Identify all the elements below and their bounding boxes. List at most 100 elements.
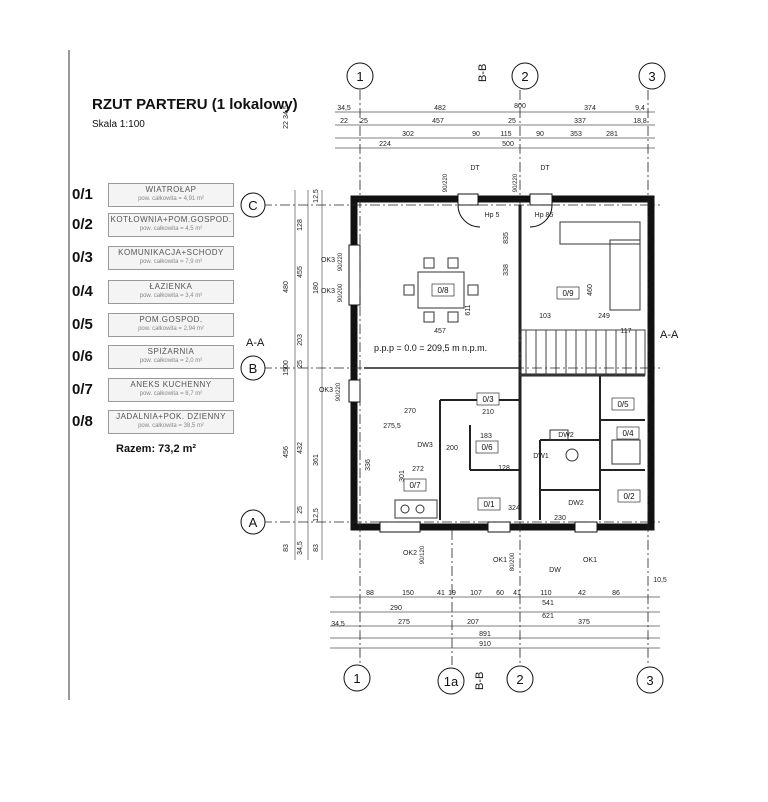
staircase	[519, 329, 646, 376]
toilet	[565, 448, 579, 462]
legend-room-box: JADALNIA+POK. DZIENNY pow. całkowita = 3…	[108, 410, 234, 434]
opening-tag: DW3	[417, 442, 433, 449]
legend-room-code: 0/7	[72, 381, 93, 398]
room-tag-0-3: 0/3	[482, 395, 494, 404]
axis-label-3-bottom: 3	[646, 673, 653, 688]
legend-room-code: 0/2	[72, 216, 93, 233]
room-tag-0-9: 0/9	[562, 289, 574, 298]
legend-room-name: POM.GOSPOD.	[139, 315, 203, 324]
dim-text-interior: 249	[598, 313, 610, 320]
dim-text-top: 22	[340, 118, 348, 125]
legend-room-area: pow. całkowita = 8,7 m²	[139, 391, 203, 397]
section-markers: B-B B-B A-A A-A	[246, 64, 679, 690]
dim-text-bottom: 88	[366, 590, 374, 597]
opening-tag: OK1	[583, 557, 597, 564]
axis-bubble-1-top	[346, 62, 374, 90]
axis-label-3-top: 3	[648, 69, 655, 84]
dim-text-top: 9,4	[635, 105, 645, 112]
legend-room-box: ANEKS KUCHENNY pow. całkowita = 8,7 m²	[108, 378, 234, 402]
dim-text-left: 83	[283, 544, 290, 552]
axis-bubble-labels: 1 2 3 1 1a 2 3 C B A	[248, 69, 655, 689]
opening-tag: OK2	[403, 550, 417, 557]
legend-room-name: ANEKS KUCHENNY	[130, 380, 212, 389]
opening-tag: DW1	[533, 453, 549, 460]
dim-text-top: 25	[360, 118, 368, 125]
opening-tag: DW2	[558, 432, 574, 439]
dim-text-interior: 336	[365, 459, 372, 471]
dim-text-interior: 103	[539, 313, 551, 320]
chair	[447, 257, 459, 269]
opening-size: 90/220	[443, 173, 449, 192]
door-swing-1	[457, 204, 481, 228]
dim-text-top: 457	[432, 118, 444, 125]
opening-tag: DT	[540, 165, 550, 172]
legend-room-name: JADALNIA+POK. DZIENNY	[116, 412, 226, 421]
dim-text-left: 203	[297, 334, 304, 346]
dim-text-bottom: 110	[540, 590, 551, 597]
dim-text-top: 302	[402, 131, 414, 138]
dim-text-left: 25	[297, 360, 304, 368]
bathroom-fixtures	[549, 429, 641, 465]
dim-text-interior: 272	[412, 466, 424, 473]
chair	[423, 257, 435, 269]
dim-text-bottom: 10,5	[653, 577, 667, 584]
axis-bubble-c	[240, 192, 266, 218]
dim-text-interior: 275,5	[383, 423, 401, 430]
dim-text-interior: 128	[498, 465, 510, 472]
dining-table-furniture	[403, 257, 479, 323]
legend-room-code: 0/3	[72, 249, 93, 266]
legend-room-box: WIATROŁAP pow. całkowita = 4,91 m²	[108, 183, 234, 207]
legend-row: 0/3 KOMUNIKACJA+SCHODY pow. całkowita = …	[72, 246, 234, 270]
opening-size: 90/120	[420, 545, 426, 564]
legend-room-area: pow. całkowita = 4,5 m²	[139, 226, 203, 232]
legend-room-name: SPIŻARNIA	[147, 347, 195, 356]
sofa	[609, 239, 641, 311]
stair-treads	[525, 330, 637, 375]
dim-text-bottom: 107	[470, 590, 482, 597]
opening-size: 90/200	[338, 283, 344, 302]
stove-burner	[400, 504, 410, 514]
axis-label-1-bottom: 1	[353, 671, 360, 686]
legend-room-name: KOMUNIKACJA+SCHODY	[118, 248, 224, 257]
axis-bubbles	[240, 62, 666, 695]
window-south-3	[574, 521, 598, 533]
dim-text-left: 25	[297, 506, 304, 514]
dim-text-left: 480	[283, 281, 290, 293]
dim-text-interior: 200	[446, 445, 458, 452]
opening-size: 90/220	[513, 173, 519, 192]
axis-label-2-bottom: 2	[516, 672, 523, 687]
dim-text-left: 432	[297, 442, 304, 454]
legend-room-area: pow. całkowita = 4,91 m²	[138, 196, 204, 202]
opening-tag: DW2	[568, 500, 584, 507]
legend-room-area: pow. całkowita = 3,4 m²	[139, 293, 203, 299]
dim-text-left: 1500	[283, 360, 290, 376]
axis-label-2-top: 2	[521, 69, 528, 84]
dim-text-top: 800	[514, 103, 526, 110]
legend-room-area: pow. całkowita = 2,94 m²	[138, 326, 204, 332]
dim-text-bottom: 207	[467, 619, 479, 626]
axis-label-1-top: 1	[356, 69, 363, 84]
legend-room-area: pow. całkowita = 7,9 m²	[139, 259, 203, 265]
kitchen-counter	[394, 499, 438, 519]
dim-text-bottom: 891	[479, 631, 491, 638]
room-tag-box	[431, 283, 455, 297]
dim-text-top: 34,5	[337, 105, 351, 112]
legend-room-name: ŁAZIENKA	[149, 282, 193, 291]
dim-text-bottom: 150	[402, 590, 414, 597]
legend-row: 0/8 JADALNIA+POK. DZIENNY pow. całkowita…	[72, 410, 234, 434]
grid-axes	[262, 90, 660, 665]
dim-text-left: 12,5	[313, 508, 320, 522]
room-tag-0-7: 0/7	[409, 481, 421, 490]
axis-bubble-1a-bottom	[437, 667, 465, 695]
stove-burner	[415, 504, 425, 514]
dim-text-interior: 460	[587, 284, 594, 296]
dim-text-interior: 270	[404, 408, 416, 415]
dim-text-interior: 457	[434, 328, 446, 335]
room-tag-box	[477, 497, 501, 511]
dim-text-interior: 611	[465, 304, 472, 315]
sofa-furniture	[559, 221, 641, 311]
dim-text-interior: 183	[480, 433, 492, 440]
opening-size: 90/220	[336, 382, 342, 401]
